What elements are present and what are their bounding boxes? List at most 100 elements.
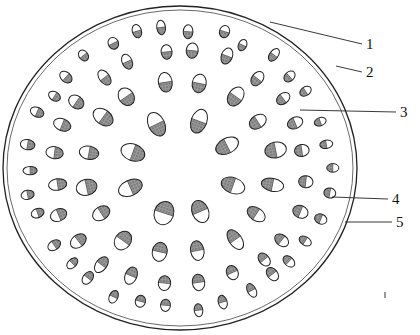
bundle-divider — [183, 31, 193, 33]
bundle-divider — [158, 282, 170, 284]
vascular-bundle — [291, 203, 310, 220]
xylem-half — [120, 92, 138, 108]
bundle-outline — [157, 275, 171, 291]
bundle-divider — [88, 146, 90, 159]
bundle-outline — [187, 107, 210, 135]
vascular-bundle — [224, 84, 248, 109]
bundle-divider — [253, 209, 260, 220]
bundle-outline — [52, 116, 73, 134]
bundle-divider — [239, 43, 246, 46]
bundle-divider — [57, 179, 59, 190]
vascular-bundle — [313, 116, 327, 128]
bundle-outline — [219, 174, 247, 197]
bundle-outline — [219, 46, 235, 66]
bundle-divider — [80, 53, 87, 58]
bundle-divider — [97, 261, 106, 268]
bundle-divider — [161, 304, 171, 306]
bundle-outline — [247, 111, 270, 132]
callout-number: 4 — [391, 192, 401, 207]
bundle-divider — [36, 209, 39, 218]
vascular-bundle — [281, 253, 297, 269]
bundle-divider — [194, 310, 203, 311]
bundle-divider — [133, 30, 142, 33]
bundle-outline — [189, 240, 206, 262]
bundle-outline — [260, 176, 285, 193]
xylem-half — [282, 73, 293, 84]
vascular-bundle — [144, 109, 170, 139]
vascular-bundle — [134, 294, 147, 308]
bundle-outline — [217, 294, 229, 310]
vascular-bundle — [219, 174, 247, 197]
bundle-divider — [98, 208, 105, 219]
bundle-outline — [57, 69, 74, 86]
vascular-bundle — [48, 206, 68, 224]
vascular-bundle — [119, 53, 135, 71]
vascular-bundle — [160, 299, 171, 312]
bundle-outline — [119, 53, 135, 71]
bundle-outline — [107, 289, 120, 305]
bundle-divider — [248, 288, 256, 292]
vascular-bundle — [247, 111, 270, 132]
bundle-divider — [69, 260, 75, 266]
xylem-half — [264, 265, 277, 277]
vascular-bundle — [244, 203, 268, 225]
vascular-bundle — [20, 138, 36, 151]
bundle-divider — [298, 206, 303, 218]
bundle-divider — [227, 270, 238, 275]
bundle-divider — [192, 118, 207, 123]
bundle-divider — [222, 54, 232, 58]
vascular-bundle — [90, 105, 117, 130]
vascular-bundle — [187, 107, 210, 135]
vascular-bundle — [286, 115, 305, 132]
vascular-bundle — [188, 198, 212, 226]
bundle-outline — [264, 265, 281, 283]
vascular-bundle — [274, 90, 292, 107]
vascular-bundle — [80, 269, 96, 286]
bundle-outline — [313, 212, 328, 226]
bundle-outline — [68, 231, 89, 252]
xylem-half — [248, 75, 262, 88]
bundle-divider — [158, 81, 172, 83]
bundle-divider — [271, 52, 278, 57]
bundle-divider — [157, 27, 166, 28]
vascular-bundle — [256, 251, 273, 269]
bundle-outline — [236, 38, 248, 52]
bundle-divider — [99, 111, 108, 123]
bundle-outline — [186, 42, 199, 58]
bundle-divider — [301, 145, 303, 157]
bundle-divider — [192, 82, 206, 85]
bundle-divider — [123, 60, 132, 64]
bundle-divider — [127, 181, 133, 195]
bundle-outline — [160, 44, 172, 60]
vascular-bundle — [272, 231, 291, 249]
bundle-outline — [23, 166, 37, 175]
vascular-bundle — [189, 240, 206, 262]
vascular-bundle — [65, 256, 80, 271]
bundle-outline — [291, 203, 310, 220]
bundle-outline — [294, 143, 310, 157]
xylem-half — [327, 164, 333, 173]
vascular-bundle — [191, 273, 206, 291]
vascular-bundle — [157, 275, 171, 291]
vascular-bundle — [319, 139, 333, 149]
xylem-half — [186, 50, 199, 59]
leader-line — [332, 197, 388, 199]
bundle-divider — [120, 92, 132, 101]
tick-mark — [385, 292, 386, 298]
bundle-outline — [193, 303, 203, 317]
inner-outline — [7, 10, 353, 326]
bundle-outline — [218, 24, 231, 39]
bundle-outline — [30, 207, 45, 220]
bundle-outline — [298, 84, 313, 98]
bundle-outline — [75, 177, 99, 197]
bundle-divider — [319, 118, 322, 126]
bundle-outline — [45, 146, 64, 160]
xylem-half — [116, 228, 135, 245]
leader-lines — [270, 22, 396, 222]
bundle-outline — [115, 85, 138, 109]
bundle-divider — [268, 271, 276, 277]
bundle-outline — [244, 203, 268, 225]
vascular-bundle — [78, 144, 100, 160]
vascular-bundle — [157, 72, 174, 94]
vascular-bundle — [190, 73, 207, 94]
